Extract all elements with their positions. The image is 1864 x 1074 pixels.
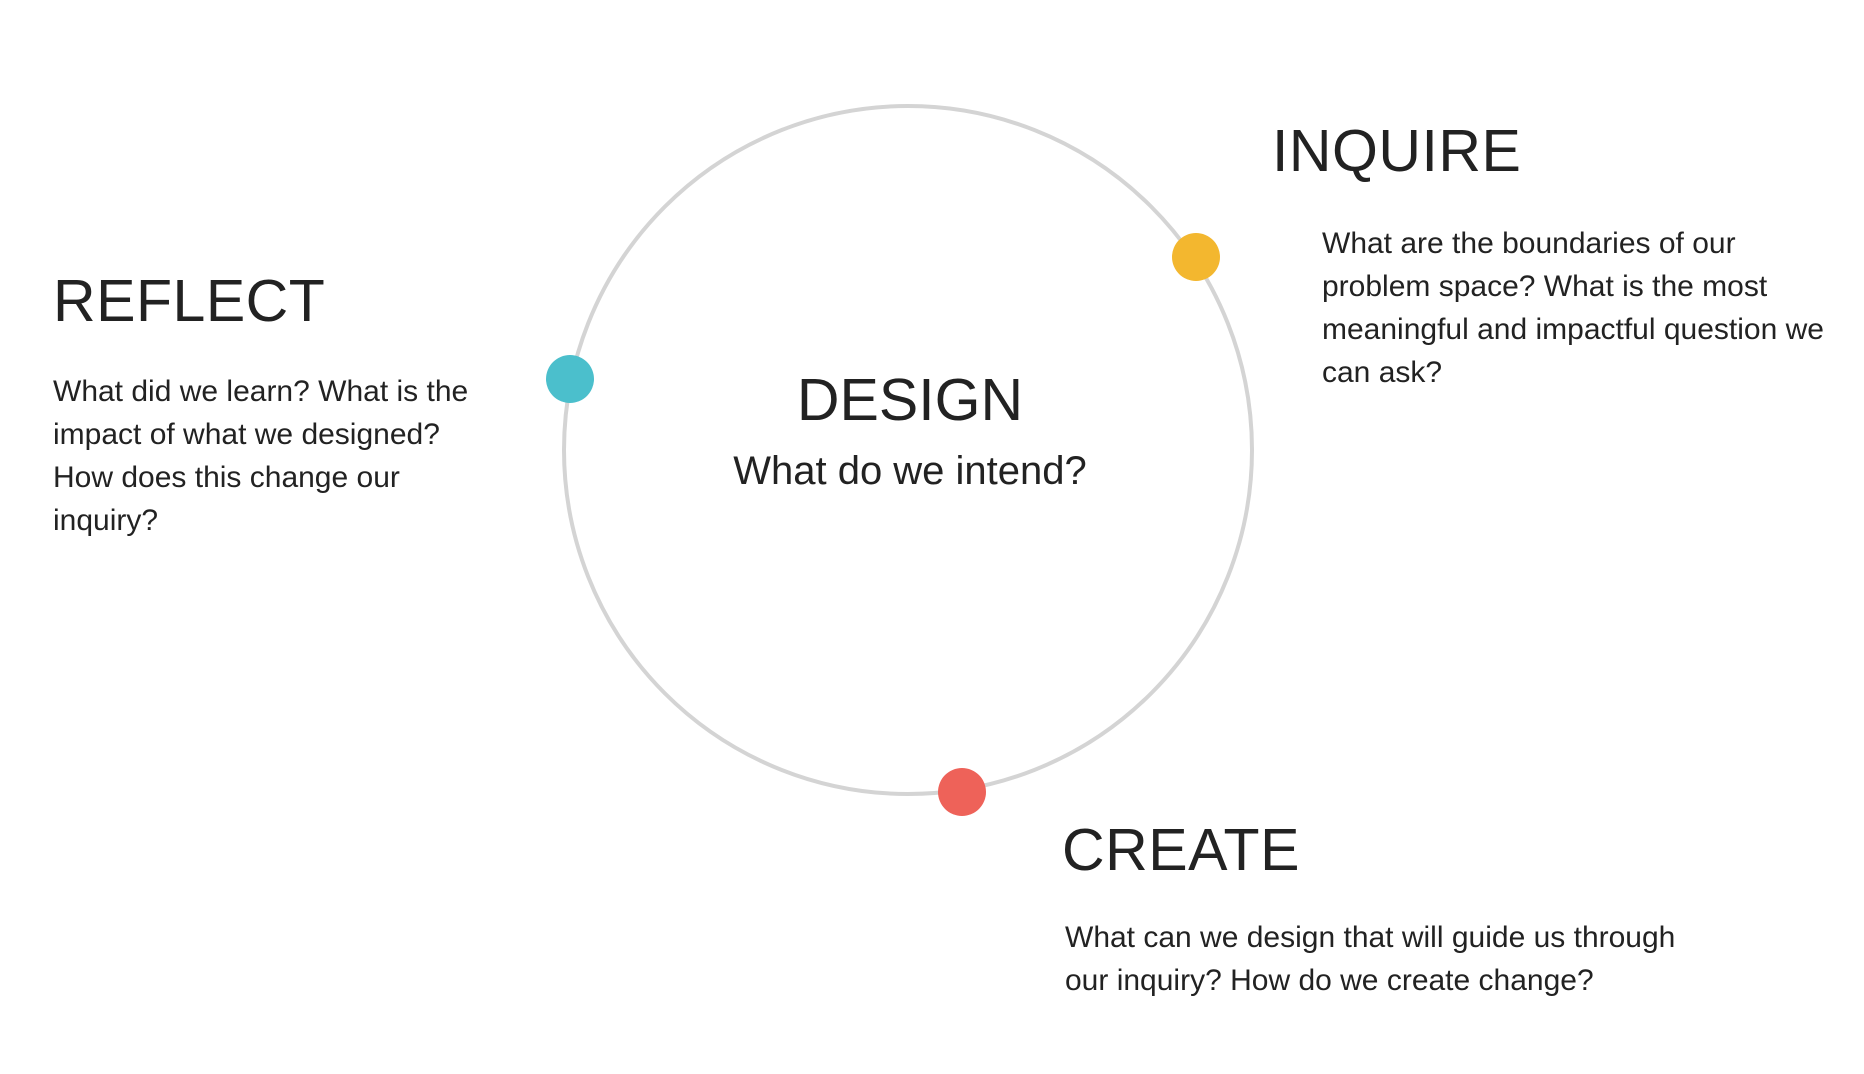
create-description: What can we design that will guide us th… bbox=[1065, 921, 1676, 997]
inquire-description: What are the boundaries of our problem s… bbox=[1322, 227, 1824, 389]
reflect-heading: REFLECT bbox=[53, 268, 326, 334]
center-subtitle: What do we intend? bbox=[733, 449, 1087, 493]
create-heading: CREATE bbox=[1062, 817, 1300, 883]
cycle-ring bbox=[562, 104, 1254, 796]
inquire-heading: INQUIRE bbox=[1272, 118, 1522, 184]
reflect-stage-marker bbox=[546, 355, 594, 403]
inquire-stage-marker bbox=[1172, 233, 1220, 281]
center-title: DESIGN bbox=[796, 367, 1024, 433]
create-stage-marker bbox=[938, 768, 986, 816]
reflect-description: What did we learn? What is the impact of… bbox=[53, 375, 469, 537]
